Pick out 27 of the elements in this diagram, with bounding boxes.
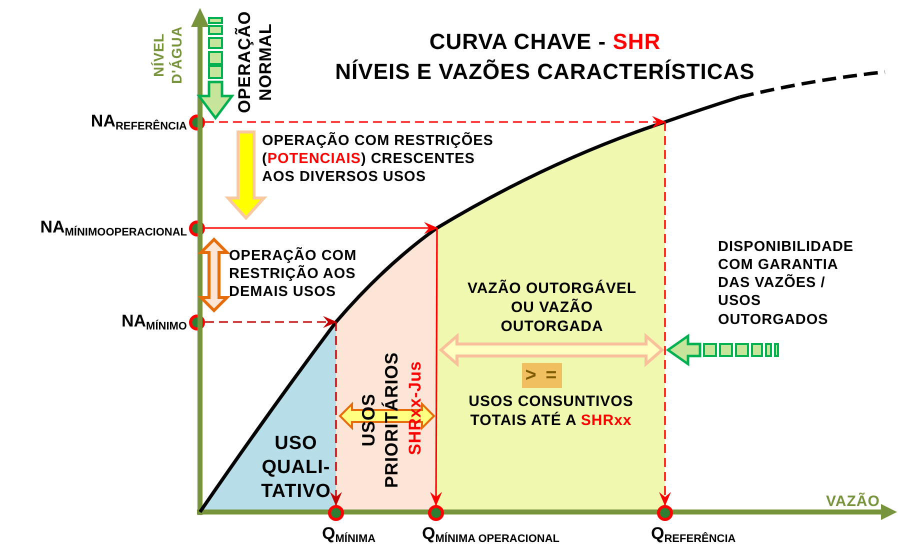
annotation-text: OPERAÇÃO NORMAL <box>234 10 276 116</box>
annotation-text: OPERAÇÃO COM RESTRIÇÕES (POTENCIAIS) CRESCENTES AOS DIVERSOS USOS <box>262 132 494 186</box>
region-label: USO QUALI- TATIVO <box>260 432 332 504</box>
arrow <box>205 316 337 328</box>
arrow <box>205 222 438 234</box>
arrow <box>205 116 666 128</box>
title: CURVA CHAVE - SHR <box>428 28 662 56</box>
level-label: NA$_{MÍNIMO}$ <box>121 312 187 332</box>
region-label: VAZÃO OUTORGÁVEL OU VAZÃO OUTORGADA <box>466 280 638 336</box>
axis-title: NÍVEL D'ÁGUA <box>150 25 185 86</box>
flow-label: Q$_{REFERÊNCIA}$ <box>651 524 736 545</box>
region-label: SHRxx-Jus <box>404 360 426 458</box>
annotation-text: DISPONIBILIDADE COM GARANTIA DAS VAZÕES / USOS OUTORGADOS <box>718 238 855 329</box>
arrow <box>330 322 342 506</box>
axis-title: VAZÃO <box>826 493 880 512</box>
arrow <box>430 228 442 506</box>
arrow <box>659 122 671 506</box>
subtitle: NÍVEIS E VAZÕES CARACTERÍSTICAS <box>334 58 756 86</box>
flow-label: Q$_{MÍNIMA OPERACIONAL}$ <box>422 524 560 545</box>
region-label: USOS PRIORITÁRIOS <box>358 351 402 490</box>
block-arrow <box>197 237 231 313</box>
flow-label: Q$_{MÍNIMA}$ <box>322 524 376 545</box>
annotation-text: OPERAÇÃO COM RESTRIÇÃO AOS DEMAIS USOS <box>229 247 358 302</box>
region-label: USOS CONSUNTIVOS TOTAIS ATÉ A SHRxx <box>468 393 634 430</box>
level-label: NA$_{REFERÊNCIA}$ <box>90 112 187 132</box>
level-label: NA$_{MÍNIMOOPERACIONAL}$ <box>40 218 187 238</box>
operator-badge: > = <box>522 363 562 388</box>
